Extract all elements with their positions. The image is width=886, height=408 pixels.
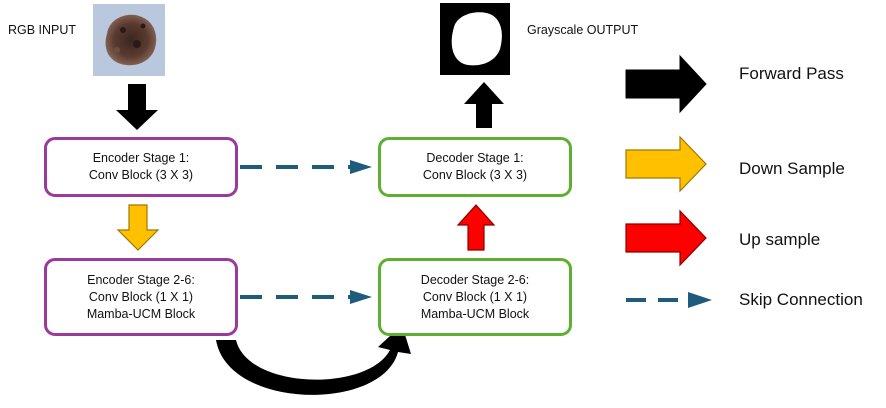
legend-down-label: Down Sample	[739, 159, 845, 178]
encoder-stage2-6-title: Encoder Stage 2-6:	[87, 272, 195, 287]
encoder-stage1-title: Encoder Stage 1:	[92, 151, 190, 165]
encoder-stage2-6-mamba: Mamba-UCM Block	[86, 306, 196, 321]
skip-connection-bottom	[240, 290, 372, 304]
up-sample-arrow	[456, 204, 496, 251]
decoder-stage1-title: Decoder Stage 1:	[426, 151, 524, 165]
legend-up-label: Up sample	[739, 230, 821, 249]
down-sample-arrow	[116, 204, 160, 251]
rgb-input-image	[93, 4, 165, 76]
skip-connection-top	[240, 160, 372, 174]
forward-arrow-input	[116, 84, 158, 130]
legend-forward-label: Forward Pass	[739, 64, 844, 83]
encoder-stage1-block: Encoder Stage 1: Conv Block (3 X 3)	[44, 137, 238, 197]
encoder-stage2-6-conv: Conv Block (1 X 1)	[88, 289, 194, 304]
decoder-stage1-conv: Conv Block (3 X 3)	[422, 168, 528, 182]
decoder-stage1-block: Decoder Stage 1: Conv Block (3 X 3)	[378, 137, 572, 197]
legend-skip-label: Skip Connection	[739, 290, 863, 309]
legend-up-icon	[625, 209, 707, 267]
decoder-stage2-6-mamba: Mamba-UCM Block	[420, 306, 530, 321]
encoder-stage2-6-block: Encoder Stage 2-6: Conv Block (1 X 1) Ma…	[44, 258, 238, 336]
legend-forward-icon	[625, 54, 707, 114]
grayscale-output-image	[440, 3, 510, 75]
decoder-stage2-6-conv: Conv Block (1 X 1)	[422, 289, 528, 304]
encoder-stage1-conv: Conv Block (3 X 3)	[88, 168, 194, 182]
decoder-stage2-6-title: Decoder Stage 2-6:	[420, 272, 530, 287]
legend-down-icon	[625, 135, 707, 193]
decoder-stage2-6-block: Decoder Stage 2-6: Conv Block (1 X 1) Ma…	[378, 258, 572, 336]
legend-skip-icon	[626, 292, 712, 308]
bottom-curved-arrow	[216, 325, 411, 395]
input-label: RGB INPUT	[8, 23, 77, 37]
output-label: Grayscale OUTPUT	[527, 23, 639, 37]
forward-arrow-output	[464, 82, 504, 128]
